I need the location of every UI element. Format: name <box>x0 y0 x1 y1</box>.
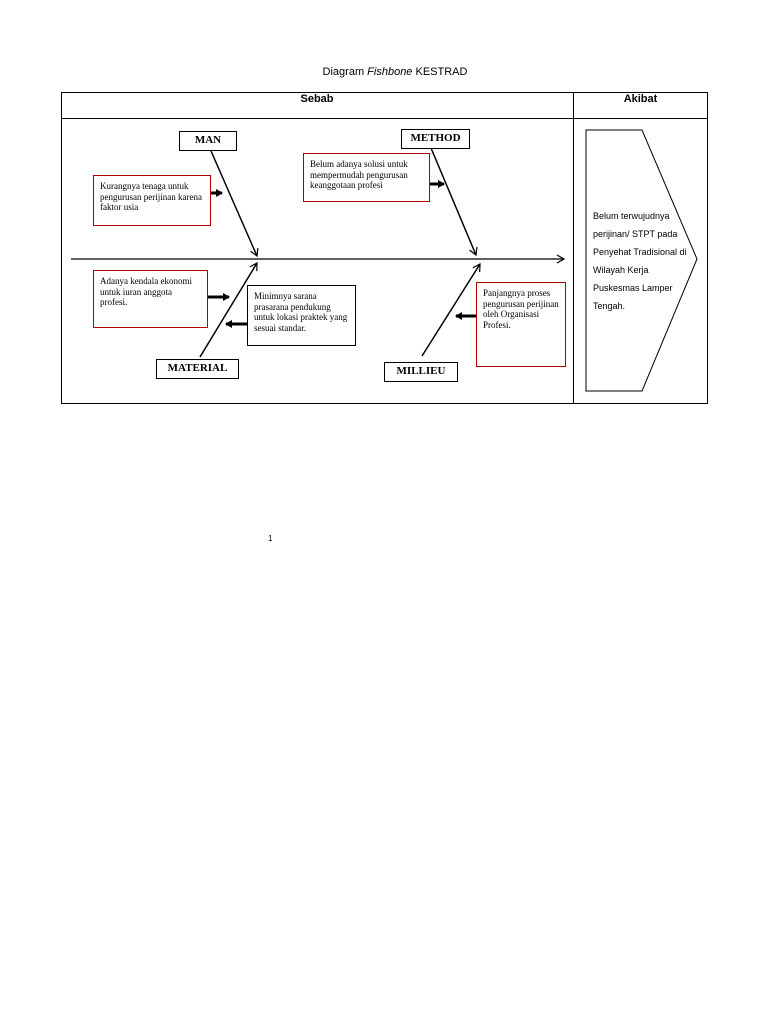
milieu-bone <box>421 262 481 357</box>
milieu-cause-box: Panjangnya proses pengurusan perijinan o… <box>476 282 566 367</box>
fishbone-table <box>61 92 708 404</box>
man-cause-box: Kurangnya tenaga untuk pengurusan periji… <box>93 175 211 226</box>
diagram-title: Diagram Fishbone KESTRAD <box>0 66 768 79</box>
cause-column-header: Sebab <box>300 93 334 105</box>
method-bone <box>430 147 478 257</box>
method-cause-box: Belum adanya solusi untuk mempermudah pe… <box>303 153 430 202</box>
category-material: MATERIAL <box>156 359 239 379</box>
column-divider <box>573 92 574 404</box>
title-italic: Fishbone <box>367 66 413 78</box>
header-divider <box>61 118 708 119</box>
category-milieu: MILLIEU <box>384 362 458 382</box>
effect-pentagon <box>585 129 698 392</box>
man-bone <box>210 150 259 258</box>
effect-column-header: Akibat <box>623 93 658 105</box>
effect-text: Belum terwujudnya perijinan/ STPT pada P… <box>593 211 687 311</box>
material-bone <box>199 261 258 358</box>
page-number: 1 <box>268 534 273 543</box>
title-prefix: Diagram <box>322 66 368 78</box>
category-man: MAN <box>179 131 237 151</box>
material-cause-2-box: Minimnya sarana prasarana pendukung untu… <box>247 285 356 346</box>
category-method: METHOD <box>401 129 470 149</box>
title-suffix: KESTRAD <box>412 66 468 78</box>
material-cause-1-box: Adanya kendala ekonomi untuk iuran anggo… <box>93 270 208 328</box>
